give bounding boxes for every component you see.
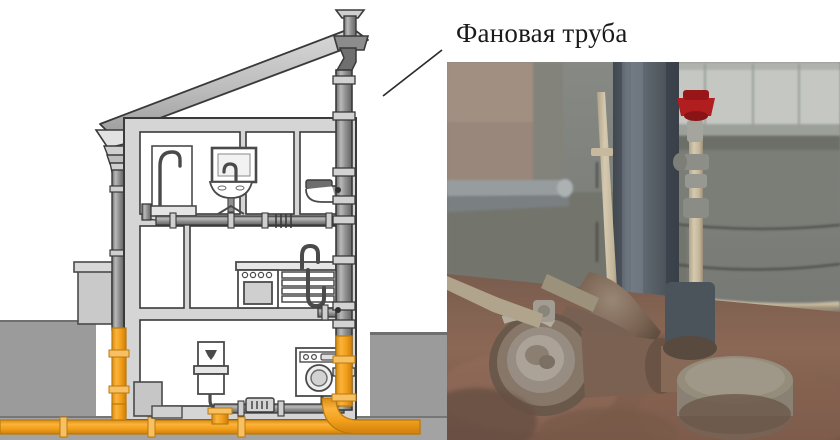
floor-cleanout-cap [677,356,793,440]
annotation-leader-line [382,49,443,97]
fixture-sink [208,162,254,215]
basement-photo [447,62,840,440]
vent-stack-pipe [332,9,370,411]
stove-burners [241,271,273,279]
annotation-label-fanovaya-truba: Фановая труба [456,18,628,48]
chimney-stub [73,261,117,325]
fixture-wall-toilet [305,179,343,203]
gutter-head-downspout [94,129,132,331]
sewer-main-orange [0,327,421,438]
basement-footing [133,381,183,419]
fixture-utility-toilet [193,341,229,410]
fixture-shower [147,145,197,217]
cast-iron-cleanout [447,272,719,416]
fixture-kitchen [235,243,337,309]
